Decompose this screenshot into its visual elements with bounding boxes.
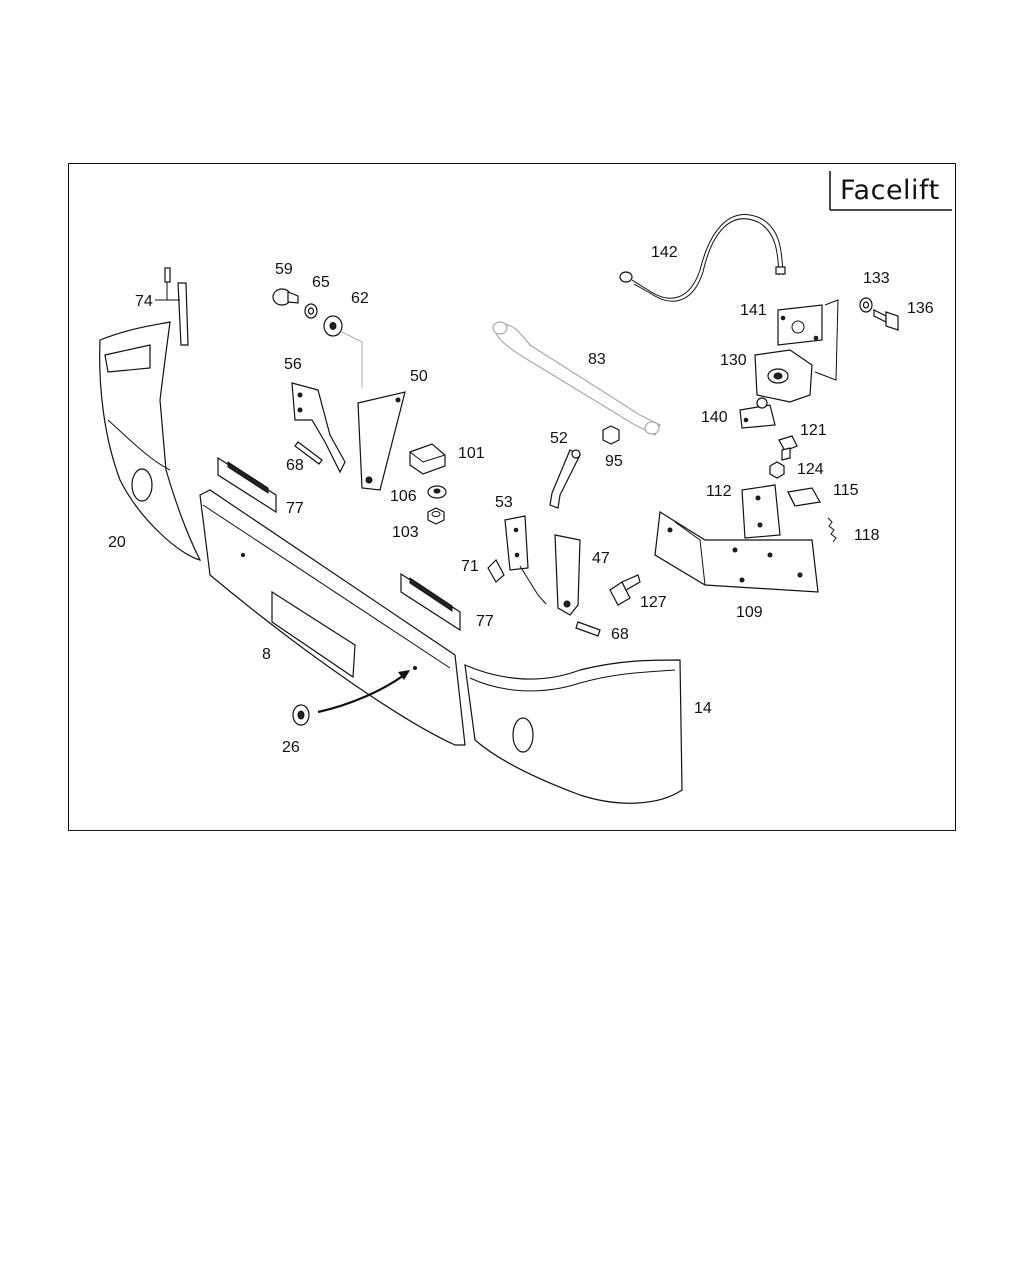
part-26-clip xyxy=(292,670,410,726)
part-141-mount-plate xyxy=(777,304,823,346)
callout-50: 50 xyxy=(410,368,428,385)
callout-26: 26 xyxy=(282,739,300,756)
callout-141: 141 xyxy=(740,302,767,319)
part-130-lock-housing xyxy=(754,349,813,403)
callout-77b: 77 xyxy=(476,613,494,630)
callout-115: 115 xyxy=(833,482,859,499)
part-109-crossmember xyxy=(654,510,819,593)
callout-83: 83 xyxy=(588,351,606,368)
callout-56: 56 xyxy=(284,356,302,373)
callout-112: 112 xyxy=(706,483,732,500)
part-77b-plate-holder xyxy=(400,572,461,632)
callout-95: 95 xyxy=(605,453,623,470)
callout-62: 62 xyxy=(351,290,369,307)
callout-109: 109 xyxy=(736,604,763,621)
callout-133: 133 xyxy=(863,270,890,287)
diagram-frame xyxy=(68,163,956,831)
callout-121: 121 xyxy=(800,422,827,439)
part-56-bracket xyxy=(291,382,346,474)
callout-118: 118 xyxy=(854,527,880,544)
callout-103: 103 xyxy=(392,524,419,541)
part-68a-pin xyxy=(294,441,323,465)
part-14-right-end-cap xyxy=(464,659,683,804)
part-53-bracket xyxy=(504,515,547,605)
part-118-spring xyxy=(827,517,837,543)
callout-106: 106 xyxy=(390,488,417,505)
callout-130: 130 xyxy=(720,352,747,369)
callout-20: 20 xyxy=(108,534,126,551)
callout-8: 8 xyxy=(262,646,271,663)
part-142-cable xyxy=(619,214,786,302)
callout-14: 14 xyxy=(694,700,712,717)
part-65-washer xyxy=(304,303,318,319)
part-83-cable xyxy=(492,321,661,436)
part-20-left-end-cap xyxy=(99,321,202,561)
part-136-bolt xyxy=(873,309,899,331)
callout-52: 52 xyxy=(550,430,568,447)
part-59-bolt xyxy=(272,288,299,306)
callout-142: 142 xyxy=(651,244,678,261)
callout-127: 127 xyxy=(640,594,667,611)
callout-59: 59 xyxy=(275,261,293,278)
callout-labels: 142 133 136 141 130 140 121 124 112 115 … xyxy=(108,244,934,756)
part-127-bolt xyxy=(609,574,641,606)
part-47-bracket xyxy=(554,534,581,616)
callout-140: 140 xyxy=(701,409,728,426)
part-50-bracket-plate xyxy=(357,391,406,491)
part-71-clip xyxy=(487,559,505,583)
callout-65: 65 xyxy=(312,274,330,291)
part-133-washer xyxy=(859,297,873,313)
part-101-clip xyxy=(409,443,446,475)
callout-68b: 68 xyxy=(611,626,629,643)
callout-68a: 68 xyxy=(286,457,304,474)
callout-136: 136 xyxy=(907,300,934,317)
part-95-nut xyxy=(602,425,620,445)
callout-77a: 77 xyxy=(286,500,304,517)
callout-124: 124 xyxy=(797,461,824,478)
part-74-strip xyxy=(157,267,189,346)
callout-71: 71 xyxy=(461,558,479,575)
part-106-washer xyxy=(427,485,447,499)
facelift-badge: Facelift xyxy=(829,171,952,211)
callout-74: 74 xyxy=(135,293,153,310)
callout-53: 53 xyxy=(495,494,513,511)
part-112-bracket xyxy=(741,484,781,539)
callout-47: 47 xyxy=(592,550,610,567)
part-115-clip xyxy=(787,487,821,507)
part-124-nut xyxy=(769,461,785,479)
part-68b-pin xyxy=(575,621,601,637)
facelift-label: Facelift xyxy=(840,175,940,206)
callout-101: 101 xyxy=(458,445,485,462)
part-8-bumper-bar xyxy=(199,489,466,746)
part-77a-plate-holder xyxy=(217,456,277,514)
part-121-bolt xyxy=(778,435,798,461)
part-62-spacer xyxy=(323,315,343,337)
part-103-nut xyxy=(427,507,445,525)
part-140-latch xyxy=(739,397,776,429)
part-52-lever xyxy=(549,449,581,509)
